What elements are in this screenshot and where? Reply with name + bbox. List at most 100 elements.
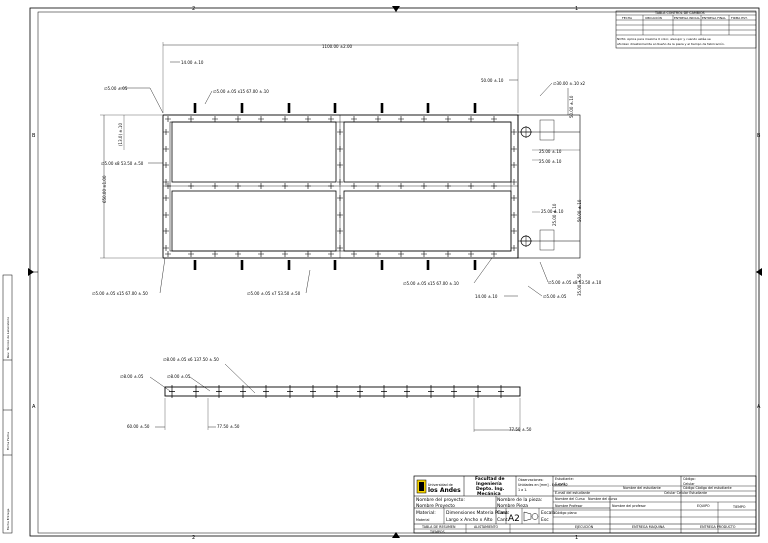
hole-mark (163, 162, 169, 168)
hole-mark (468, 183, 474, 189)
dim-r25c: 25.00 ±.10 (541, 209, 564, 214)
hole-mark (235, 116, 241, 122)
tab-mark (426, 260, 430, 270)
dim-side-left: 60.00 ±.50 (127, 424, 150, 429)
observations-text-1: Unidades en [mm] - Escala A2 (518, 483, 568, 487)
dim-bottom-left-pattern: ∅5.00 ±.05 x15 67.00 ±.50 (92, 291, 148, 296)
plate-inner-outline (169, 121, 512, 252)
hole-mark (282, 183, 288, 189)
change-table-h-firma: FIRMA EST. (731, 16, 748, 20)
hole-mark (337, 245, 343, 251)
side-hole-mark (287, 385, 293, 398)
zone-right-b: B (757, 133, 761, 139)
side-hole-mark (169, 385, 175, 398)
dim-r25b: 25.00 ±.10 (539, 159, 562, 164)
hole-mark (328, 251, 334, 257)
cell-label: Celular (683, 482, 695, 486)
scale-value: Esc (541, 517, 549, 523)
tab-mark (287, 260, 291, 270)
hole-mark (212, 251, 218, 257)
dim-side-pattern: ∅8.00 ±.05 x6 137.50 ±.50 (163, 357, 219, 362)
change-table-title: TABLA CONTROL DE CAMBIOS (654, 11, 705, 15)
hole-mark (282, 251, 288, 257)
observations-text-2: 1 a 1. (518, 488, 527, 492)
outer-border (29, 7, 760, 537)
hole-mark (491, 251, 497, 257)
left-strip-firma: Firma Fecha (6, 432, 10, 450)
dim-vertical-r3: 50.00 ±.10 (577, 199, 582, 222)
hole-mark (258, 116, 264, 122)
qty-label: Cant: (497, 510, 509, 516)
panel-top-left (171, 121, 337, 183)
tab-mark (473, 103, 477, 113)
side-hole-mark (263, 385, 269, 398)
center-mark-bottom (392, 532, 400, 538)
hole-mark (511, 212, 517, 218)
code-value: Código Código del estudiante (683, 486, 732, 490)
left-strip-fecha: Fecha Entrega (6, 508, 10, 530)
scale-label: Escala: (541, 510, 557, 516)
hole-mark (337, 179, 343, 185)
machine-delivery-label: ENTREGA MAQUINA (632, 525, 665, 529)
dim-bottom-right-offset: 14.00 ±.10 (475, 294, 498, 299)
material-label: Material: (416, 510, 436, 516)
dim-top-offset-right: 50.00 ±.10 (481, 78, 504, 83)
tab-mark (380, 103, 384, 113)
top-view-dimensions: 1100.00 ±2.00 14.00 ±.10 ∅5.00 ±.05 ∅5.0… (92, 42, 602, 299)
hole-mark (163, 245, 169, 251)
email-value: E-mail del estudiante (555, 491, 590, 495)
change-table-h-inicial: ENTREGA INICIAL (674, 16, 700, 20)
hole-mark (375, 251, 381, 257)
change-control-table: TABLA CONTROL DE CAMBIOS FECHA UBICACIÓN… (615, 10, 757, 49)
project-value: Nombre Proyecto (416, 503, 455, 509)
hole-mark (165, 116, 171, 122)
hole-mark (351, 183, 357, 189)
hole-mark (235, 251, 241, 257)
hole-mark (337, 129, 343, 135)
hole-mark (165, 183, 171, 189)
hole-mark (258, 251, 264, 257)
dim-hole-d5: ∅5.00 ±.05 (104, 86, 128, 91)
hole-mark (212, 183, 218, 189)
hole-mark (398, 116, 404, 122)
sheet-size: A2 (508, 514, 520, 524)
hole-mark (188, 183, 194, 189)
hole-mark (351, 116, 357, 122)
hole-mark (511, 245, 517, 251)
side-hole-mark (404, 385, 410, 398)
tab-mark (240, 260, 244, 270)
summary-table-label: TABLA DE RESUMEN (421, 525, 456, 529)
zone-left-b: B (32, 133, 36, 139)
dim-bottom-right-pattern2: ∅5.00 ±.05 x8 53.50 ±.10 (548, 280, 602, 285)
side-hole-mark (475, 385, 481, 398)
plate-outline (162, 114, 519, 259)
hole-mark (491, 183, 497, 189)
dim-hole-pattern-top: ∅5.00 ±.05 x15 67.00 ±.10 (213, 89, 269, 94)
zone-left-a: A (32, 404, 36, 410)
tab-mark (333, 103, 337, 113)
hole-mark (163, 146, 169, 152)
faculty-line3: Depto. Ing. (476, 486, 505, 492)
hole-mark (375, 183, 381, 189)
zone-top-1: 1 (575, 6, 578, 12)
hole-mark (351, 251, 357, 257)
side-view: ∅8.00 ±.05 x6 137.50 ±.50 ∅8.00 ±.05 ∅8.… (120, 357, 532, 432)
inner-border (37, 11, 757, 534)
center-mark-right (756, 268, 762, 276)
prof-value: Nombre del profesor (612, 504, 647, 508)
dim-hole-d30: ∅30.00 ±.10 x2 (553, 81, 586, 86)
left-strip-rev: Rev. Técnico de Laboratorio (6, 317, 10, 358)
dim-bottom-right-pattern: ∅5.00 ±.05 x15 67.00 ±.10 (403, 281, 459, 286)
hole-mark (511, 195, 517, 201)
qty-value: Cant (497, 517, 508, 523)
dims-value: Largo x Ancho x Alto (446, 517, 493, 523)
hole-mark (511, 146, 517, 152)
hole-mark (468, 116, 474, 122)
side-bar-outline (164, 386, 521, 397)
hole-mark (421, 183, 427, 189)
dim-bottom-mid-pattern: ∅5.00 ±.05 x7 53.50 ±.50 (247, 291, 301, 296)
hole-mark (212, 116, 218, 122)
plan-code: Código plano (555, 511, 577, 515)
dim-vertical-right: 50.00 ±.10 (569, 95, 574, 118)
side-hole-mark (381, 385, 387, 398)
